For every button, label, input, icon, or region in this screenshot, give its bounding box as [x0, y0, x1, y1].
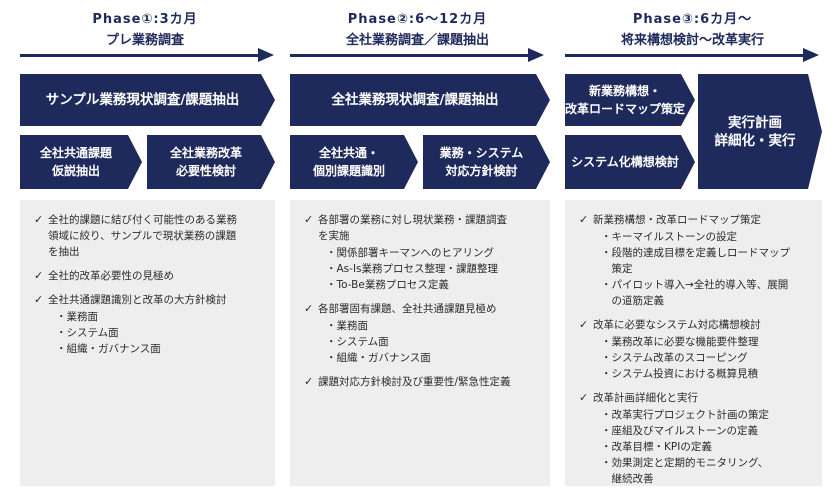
phase-2-main-box: 全社業務現状調査/課題抽出	[290, 74, 550, 126]
phase-1-sub-box-1: 全社共通課題 仮説抽出	[20, 135, 142, 189]
sub-item: ・関係部署キーマンへのヒアリング	[326, 247, 494, 259]
list-item-text: 各部署固有課題、全社共通課題見極め	[318, 303, 497, 315]
list-item: ✓ 全社的改革必要性の見極め	[34, 268, 265, 284]
phase-3-arrow-head-icon	[803, 48, 819, 62]
list-item: ✓ 新業務構想・改革ロードマップ策定 ・キーマイルストーンの設定 ・段階的達成目…	[579, 212, 812, 309]
sub-item: ・システム改革のスコーピング	[601, 352, 748, 364]
check-icon: ✓	[304, 375, 314, 388]
phase-1-arrow-line	[20, 54, 260, 57]
phase-1-main-box-label: サンプル業務現状調査/課題抽出	[45, 92, 240, 108]
phase-2-sub-box-2-label: 業務・システム 対応方針検討	[439, 146, 524, 178]
sub-item: ・段階的達成目標を定義しロードマップ 策定	[601, 247, 790, 275]
list-item: ✓ 各部署固有課題、全社共通課題見極め ・業務面 ・システム面 ・組織・ガバナン…	[304, 301, 540, 366]
phase-1-subtitle: プレ業務調査	[105, 33, 184, 48]
list-item: ✓ 改革に必要なシステム対応構想検討 ・業務改革に必要な機能要件整理 ・システム…	[579, 317, 812, 382]
phase-3-right-box-label: 実行計画 詳細化・実行	[714, 114, 796, 149]
phase-3-title: Phase③:6カ月～	[632, 12, 753, 27]
phase-3-left-box-2-label: システム化構想検討	[571, 155, 679, 169]
phase-3-left-box-1: 新業務構想・ 改革ロードマップ策定	[565, 74, 695, 126]
phase-2-arrow-line	[290, 54, 530, 57]
sub-item: ・As-Is業務プロセス整理・課題整理	[326, 263, 499, 275]
list-item: ✓ 各部署の業務に対し現状業務・課題調査 を実施 ・関係部署キーマンへのヒアリン…	[304, 212, 540, 293]
list-item: ✓ 全社共通課題識別と改革の大方針検討 ・業務面 ・システム面 ・組織・ガバナン…	[34, 292, 265, 357]
check-icon: ✓	[304, 302, 314, 315]
phase-2-sub-box-1: 全社共通・ 個別課題識別	[290, 135, 418, 189]
check-icon: ✓	[579, 318, 589, 331]
check-icon: ✓	[34, 293, 44, 306]
list-item-text: 課題対応方針検討及び重要性/緊急性定義	[318, 376, 511, 388]
sub-item: ・システム面	[326, 336, 389, 348]
phase-1-header: Phase①:3カ月 プレ業務調査	[20, 12, 270, 50]
phase-2-main-box-label: 全社業務現状調査/課題抽出	[331, 92, 499, 108]
sub-item: ・業務面	[326, 320, 368, 332]
phase-2-title: Phase②:6～12カ月	[347, 12, 488, 27]
sub-item: ・業務面	[56, 311, 98, 323]
check-icon: ✓	[304, 213, 314, 226]
sub-item: ・座組及びマイルストーンの定義	[601, 425, 758, 437]
list-item-text: 各部署の業務に対し現状業務・課題調査 を実施	[318, 214, 507, 242]
list-item-text: 全社共通課題識別と改革の大方針検討	[48, 294, 227, 306]
phase-1-detail-panel: ✓ 全社的課題に結び付く可能性のある業務 領域に絞り、サンプルで現状業務の課題 …	[20, 200, 275, 486]
phase-1-arrow-head-icon	[258, 48, 274, 62]
phase-3-left-box-1-label: 新業務構想・ 改革ロードマップ策定	[565, 84, 686, 116]
sub-item: ・組織・ガバナンス面	[56, 343, 161, 355]
sub-item: ・業務改革に必要な機能要件整理	[601, 336, 759, 348]
sub-item: ・改革実行プロジェクト計画の策定	[601, 409, 769, 421]
phase-2-detail-panel: ✓ 各部署の業務に対し現状業務・課題調査 を実施 ・関係部署キーマンへのヒアリン…	[290, 200, 550, 486]
sub-item: ・システム面	[56, 327, 119, 339]
list-item: ✓ 課題対応方針検討及び重要性/緊急性定義	[304, 374, 540, 390]
sub-item: ・キーマイルストーンの設定	[601, 231, 737, 243]
list-item-text: 新業務構想・改革ロードマップ策定	[593, 214, 761, 226]
list-item-text: 改革計画詳細化と実行	[593, 392, 698, 404]
sub-item: ・効果測定と定期的モニタリング、 継続改善	[601, 457, 769, 485]
sub-item: ・To-Be業務プロセス定義	[326, 279, 449, 291]
phase-3-detail-panel: ✓ 新業務構想・改革ロードマップ策定 ・キーマイルストーンの設定 ・段階的達成目…	[565, 200, 822, 486]
phase-1-sub-box-2-label: 全社業務改革 必要性検討	[169, 146, 242, 178]
check-icon: ✓	[579, 391, 589, 404]
phase-3-right-box: 実行計画 詳細化・実行	[698, 74, 822, 189]
sub-item: ・改革目標・KPIの定義	[601, 441, 712, 453]
phase-3-left-box-2: システム化構想検討	[565, 135, 695, 189]
check-icon: ✓	[34, 269, 44, 282]
check-icon: ✓	[34, 213, 44, 226]
phase-1-main-box: サンプル業務現状調査/課題抽出	[20, 74, 275, 126]
sub-item: ・システム投資における概算見積	[601, 368, 759, 380]
phase-2-subtitle: 全社業務調査／課題抽出	[345, 33, 489, 48]
list-item-text: 改革に必要なシステム対応構想検討	[593, 319, 761, 331]
phase-2-header: Phase②:6～12カ月 全社業務調査／課題抽出	[290, 12, 545, 50]
phase-1-sub-box-1-label: 全社共通課題 仮説抽出	[39, 146, 112, 178]
list-item-text: 全社的改革必要性の見極め	[48, 270, 174, 282]
phase-3-header: Phase③:6カ月～ 将来構想検討～改革実行	[565, 12, 820, 50]
phase-2-sub-box-2: 業務・システム 対応方針検討	[423, 135, 550, 189]
phase-1-sub-box-2: 全社業務改革 必要性検討	[147, 135, 275, 189]
phase-3-arrow-line	[565, 54, 805, 57]
list-item: ✓ 改革計画詳細化と実行 ・改革実行プロジェクト計画の策定 ・座組及びマイルスト…	[579, 390, 812, 487]
phase-2-sub-box-1-label: 全社共通・ 個別課題識別	[312, 146, 385, 178]
phase-3-subtitle: 将来構想検討～改革実行	[620, 33, 764, 48]
sub-item: ・パイロット導入→全社的導入等、展開 の道筋定義	[601, 279, 789, 307]
phase-1-title: Phase①:3カ月	[92, 12, 198, 27]
check-icon: ✓	[579, 213, 589, 226]
list-item-text: 全社的課題に結び付く可能性のある業務 領域に絞り、サンプルで現状業務の課題 を抽…	[48, 214, 237, 258]
list-item: ✓ 全社的課題に結び付く可能性のある業務 領域に絞り、サンプルで現状業務の課題 …	[34, 212, 265, 260]
sub-item: ・組織・ガバナンス面	[326, 352, 431, 364]
phase-2-arrow-head-icon	[528, 48, 544, 62]
